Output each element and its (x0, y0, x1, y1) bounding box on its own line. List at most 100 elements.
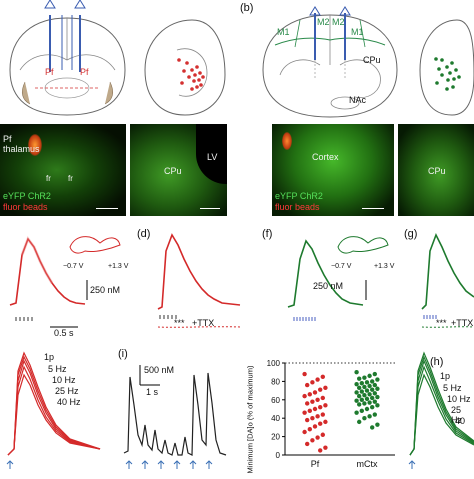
micro-a1-scalebar (96, 208, 118, 209)
micro-a1-fr-left: fr (46, 174, 51, 183)
scatter-point (302, 393, 307, 399)
panel-a-atlas-coronal: Pf Pf (0, 0, 135, 120)
trace-c-volt-high: +1.3 V (108, 263, 129, 270)
cortex-section-drawing (262, 6, 398, 118)
freq-e-1p: 1p (44, 352, 55, 362)
panel-e-frequency: 1p (0, 345, 110, 474)
scatter-point (323, 419, 328, 425)
micrograph-cortex: Cortex eYFP ChR2 fluor beads (272, 124, 394, 216)
trace-i-svg (123, 365, 227, 469)
scatter-y-tick-label: 0 (276, 451, 281, 460)
scatter-point (305, 382, 310, 388)
micro-a2-cpu: CPu (164, 166, 182, 176)
scatter-point (372, 391, 377, 396)
scatter-point (318, 448, 323, 453)
micro-a1-thalamus: thalamus (3, 144, 40, 154)
trace-g-svg (421, 233, 474, 328)
scatter-point (367, 400, 372, 405)
panel-d-trace: *** +TTX (150, 225, 245, 337)
scatter-point (375, 394, 380, 400)
scatter-point (312, 424, 318, 429)
scatter-point (367, 373, 372, 379)
freq-h-40: 40 (455, 416, 466, 426)
trace-i-scale-conc: 500 nM (144, 365, 175, 375)
scatter-point (364, 406, 370, 412)
scatter-y-tick-label: 20 (271, 433, 280, 442)
atlas-b-nac: NAc (349, 95, 367, 105)
scatter-point (312, 406, 318, 412)
scatter-point (315, 377, 320, 382)
micro-b1-legend-beads: fluor beads (275, 202, 320, 212)
atlas-b-m1-left: M1 (277, 27, 290, 37)
scatter-point (305, 441, 310, 447)
atlas-b-m2-left: M2 (317, 17, 330, 27)
panel-h-frequency (408, 345, 474, 474)
scatter-point (307, 392, 312, 397)
micro-a2-scalebar (200, 208, 220, 209)
trace-f-volt-high: +1.3 V (374, 263, 395, 270)
scatter-point (307, 427, 312, 432)
scatter-point (370, 395, 375, 401)
panel-label-g: (g) (404, 228, 418, 240)
freq-h-svg (408, 351, 474, 469)
freq-e-svg (6, 351, 101, 469)
panel-f-trace: 250 nM −0.7 V +1.3 V (278, 225, 398, 337)
scatter-point (320, 432, 325, 437)
micrograph-pf-thalamus: Pf thalamus fr fr eYFP ChR2 fluor beads (0, 124, 126, 216)
scatter-point (372, 412, 377, 417)
scatter-point (302, 371, 307, 377)
scatter-point (357, 402, 362, 407)
freq-h-5hz: 5 Hz (443, 383, 462, 393)
scatter-point (375, 422, 380, 427)
scatter-point (357, 419, 362, 425)
scatter-point (354, 370, 359, 375)
scatter-point (362, 375, 367, 380)
freq-e-5hz: 5 Hz (48, 364, 67, 374)
scatter-point (312, 390, 318, 395)
trace-d-ttx: +TTX (192, 318, 215, 328)
scatter-point (320, 374, 325, 379)
scatter-point (310, 399, 315, 404)
panel-g-trace: *** +TTX (418, 225, 474, 337)
striatum-section-drawing-b (419, 19, 474, 116)
atlas-b-m1-right: M1 (351, 27, 364, 37)
scatter-point (323, 385, 328, 391)
micro-a1-legend-beads: fluor beads (3, 202, 48, 212)
freq-e-40hz: 40 Hz (57, 397, 81, 407)
trace-c-volt-low: −0.7 V (63, 263, 84, 270)
panel-label-d: (d) (137, 228, 151, 240)
atlas-a-pf-right: Pf (80, 67, 89, 77)
scatter-point (372, 382, 377, 388)
scatter-point (364, 388, 370, 393)
scatter-point (318, 404, 323, 410)
scatter-point (370, 387, 375, 392)
scatter-point (320, 395, 325, 401)
freq-h-10hz: 10 Hz (447, 394, 471, 404)
scatter-point (370, 425, 375, 430)
trace-g-significance: *** (436, 318, 447, 328)
panel-label-h: (h) (430, 356, 444, 368)
atlas-a-pf-left: Pf (45, 67, 54, 77)
trace-f-scale-conc: 250 nM (313, 281, 344, 291)
scatter-point (364, 380, 370, 385)
trace-c-svg (9, 235, 121, 328)
scatter-point (362, 416, 367, 421)
scatter-point (354, 398, 359, 403)
panel-b-atlas-coronal: M1 M2 M2 M1 CPu NAc (255, 5, 405, 123)
scatter-y-tick-label: 60 (271, 396, 280, 405)
scatter-point (370, 379, 375, 384)
scatter-point (359, 408, 364, 414)
scatter-point (310, 438, 315, 443)
micro-a1-pf: Pf (3, 134, 12, 144)
micro-a2-lv: LV (207, 152, 218, 162)
scatter-point (370, 404, 375, 410)
scatter-point (318, 421, 323, 426)
scatter-point (357, 376, 362, 381)
scatter-y-tick-label: 40 (271, 414, 280, 423)
micro-a1-legend-eyfp: eYFP ChR2 (3, 191, 51, 201)
scatter-point (305, 417, 310, 423)
scatter-point (323, 403, 328, 408)
